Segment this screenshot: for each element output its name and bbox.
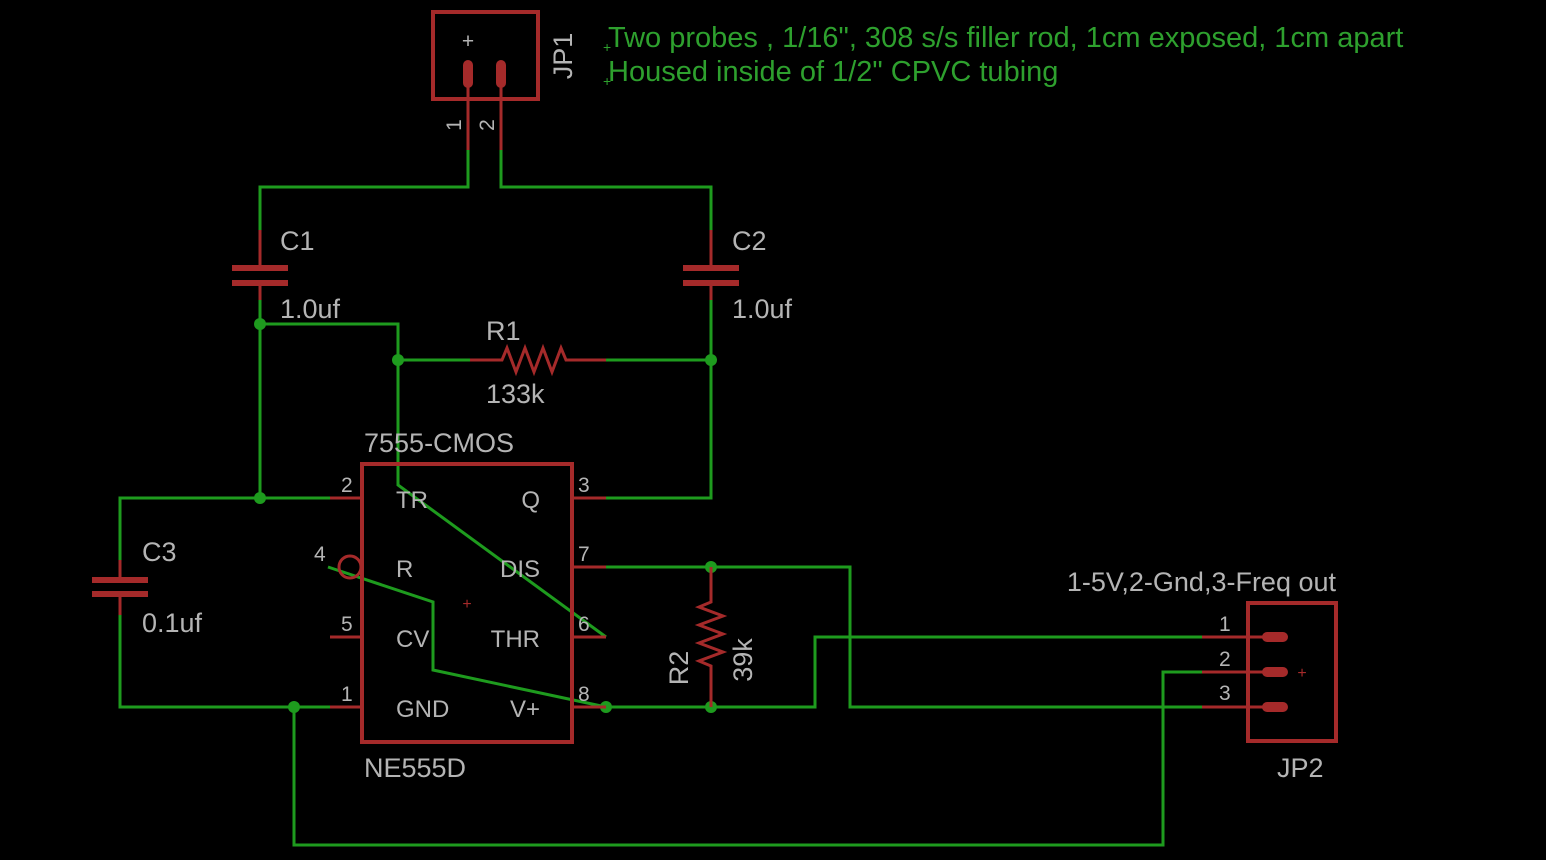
note-line-1: Two probes , 1/16", 308 s/s filler rod, …: [608, 22, 1403, 54]
r2-value: 39k: [728, 638, 758, 682]
junction-dot: [705, 354, 717, 366]
junctions: [254, 318, 717, 713]
wire-c1-to-r1-diag: [260, 322, 400, 360]
note-line-2: Housed inside of 1/2" CPVC tubing: [608, 56, 1058, 88]
junction-dot: [392, 354, 404, 366]
jp2-name: JP2: [1277, 753, 1324, 783]
ic-pin-number: 8: [578, 683, 590, 706]
jp2-pin1-label: 1: [1219, 613, 1231, 636]
c2-value: 1.0uf: [732, 294, 793, 324]
svg-text:+: +: [462, 596, 471, 613]
wire-r1-to-output: [606, 360, 713, 500]
ic-pin-name: GND: [396, 696, 449, 723]
capacitor-c2[interactable]: C2 1.0uf: [683, 226, 793, 324]
wire-c3-top: [118, 496, 260, 560]
junction-dot: [254, 492, 266, 504]
jp1-connector[interactable]: + JP1 1 2: [431, 10, 578, 150]
jp1-label: JP1: [548, 33, 578, 80]
wire-dis-to-r2: [606, 565, 713, 600]
svg-text:+: +: [1297, 665, 1306, 682]
wire-r2-to-jp2-pin1: [711, 635, 1202, 709]
svg-text:+: +: [603, 73, 611, 89]
wire-reset-to-vplus: [327, 565, 607, 709]
junction-dot: [288, 701, 300, 713]
jp1-pin1-label: 1: [443, 119, 466, 131]
ic-pin-name: V+: [510, 696, 540, 723]
ic-555-timer[interactable]: + 7555-CMOS NE555D 2 4 5 1 3 7 6 8 TR R …: [314, 428, 606, 783]
resistor-r1[interactable]: R1 133k: [470, 316, 606, 409]
wire-jp1-pin2-to-c2: [499, 150, 713, 230]
ic-pin-number: 1: [341, 683, 353, 706]
c1-name: C1: [280, 226, 315, 256]
probe-note: Two probes , 1/16", 308 s/s filler rod, …: [603, 22, 1403, 89]
ic-name: 7555-CMOS: [364, 428, 514, 458]
r1-value: 133k: [486, 379, 545, 409]
r1-name: R1: [486, 316, 521, 346]
wire-c3-bottom: [118, 615, 330, 709]
jp2-pin2-label: 2: [1219, 648, 1231, 671]
wire-gnd-to-jp2-pin2: [292, 670, 1202, 847]
jp2-connector[interactable]: + 1 2 3 1-5V,2-Gnd,3-Freq out JP2: [1067, 567, 1338, 783]
ic-pin-number: 5: [341, 613, 353, 636]
junction-dot: [254, 318, 266, 330]
c2-name: C2: [732, 226, 767, 256]
capacitor-c3[interactable]: C3 0.1uf: [92, 537, 203, 638]
ic-pin-name: Q: [521, 487, 540, 514]
ic-pin-name: DIS: [500, 556, 540, 583]
wire-r1-to-threshold: [396, 360, 607, 639]
jp2-value: 1-5V,2-Gnd,3-Freq out: [1067, 567, 1337, 597]
resistor-r2[interactable]: R2 39k: [664, 567, 758, 707]
capacitor-c1[interactable]: C1 1.0uf: [232, 226, 341, 324]
wire-c1-to-trigger: [258, 300, 330, 500]
ic-pin-name: R: [396, 556, 413, 583]
jp1-pin2-label: 2: [476, 119, 499, 131]
svg-text:+: +: [462, 30, 474, 53]
ic-pin-name: CV: [396, 626, 429, 653]
r2-name: R2: [664, 651, 694, 686]
ic-pin-number: 7: [578, 543, 590, 566]
ic-pin-number: 6: [578, 613, 590, 636]
jp2-pin3-label: 3: [1219, 682, 1231, 705]
ic-pin-number: 4: [314, 543, 326, 566]
c3-name: C3: [142, 537, 177, 567]
ic-pin-number: 3: [578, 474, 590, 497]
c1-value: 1.0uf: [280, 294, 341, 324]
c3-value: 0.1uf: [142, 608, 203, 638]
ic-pin-name: TR: [396, 487, 428, 514]
svg-text:+: +: [603, 39, 611, 55]
wire-jp1-pin1-to-c1: [258, 150, 470, 230]
ic-value: NE555D: [364, 753, 466, 783]
ic-pin-name: THR: [491, 626, 540, 653]
ic-pin-number: 2: [341, 474, 353, 497]
